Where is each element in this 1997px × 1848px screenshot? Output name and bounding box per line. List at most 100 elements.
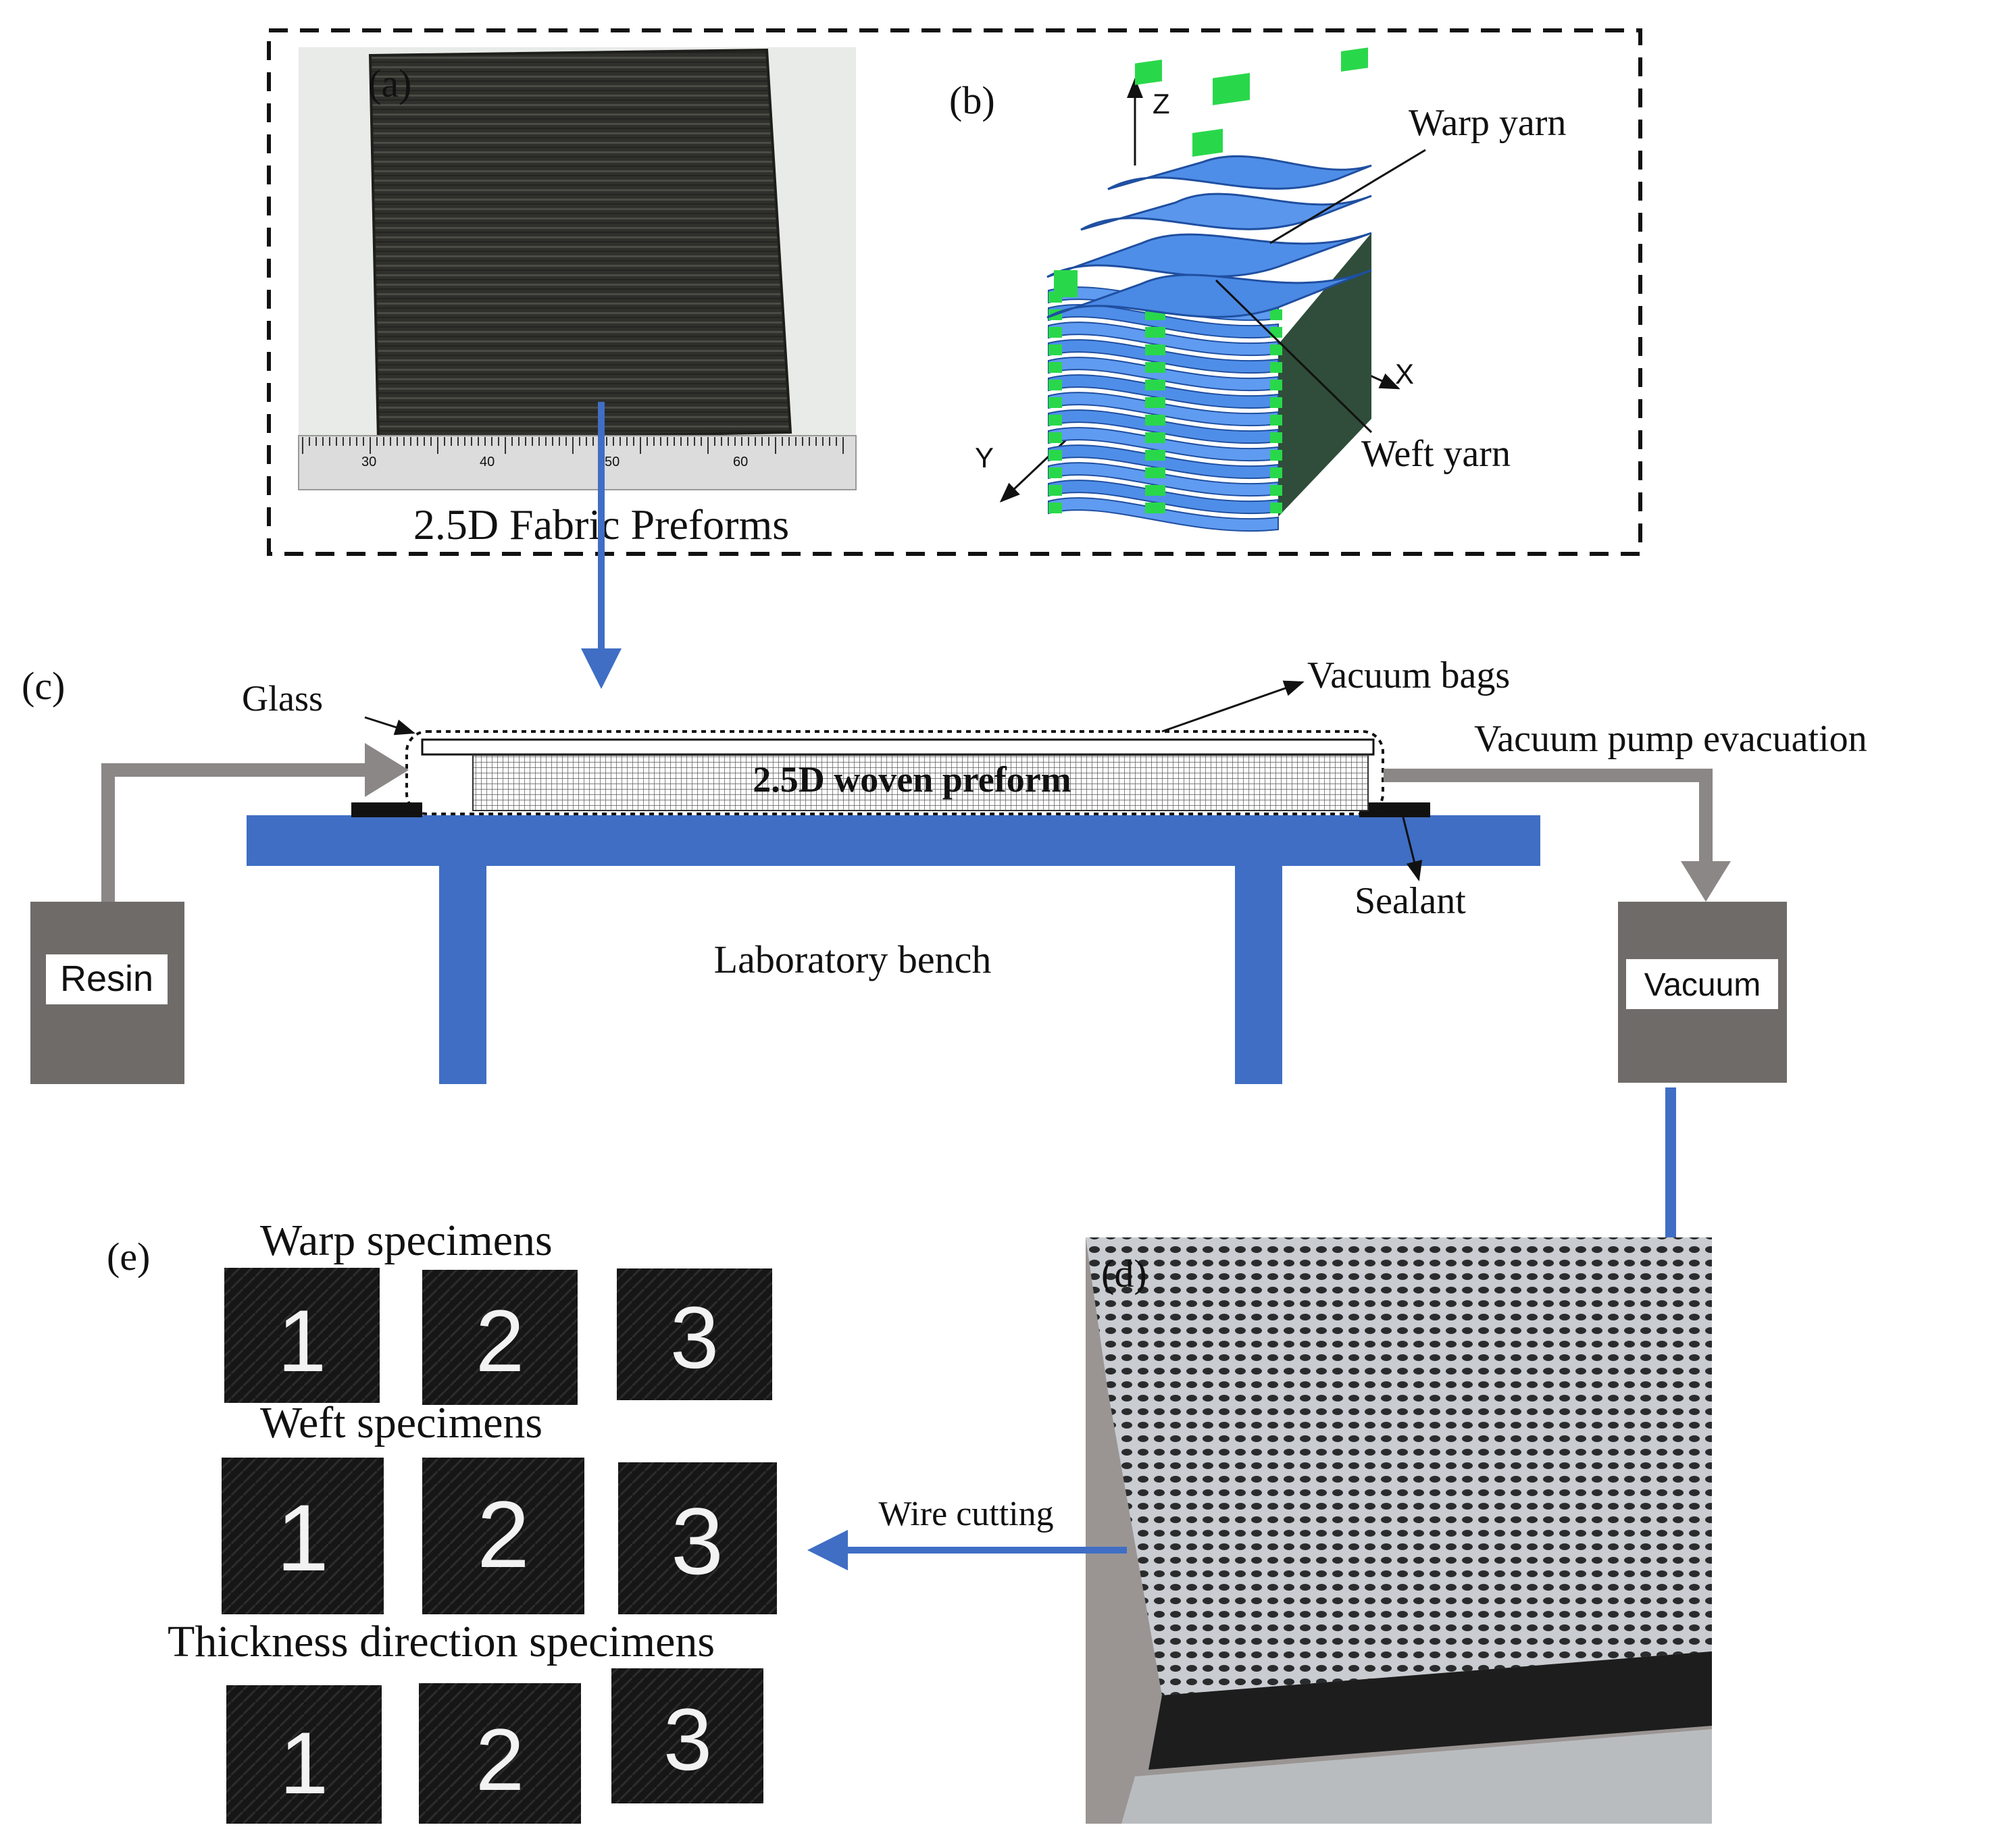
wire-cutting-label: Wire cutting <box>878 1495 1053 1533</box>
ruler-tick-30: 30 <box>361 455 376 469</box>
weft-specimen-1-number: 1 <box>276 1485 329 1591</box>
weft-yarn-section <box>1145 432 1165 443</box>
bench-top <box>247 815 1540 866</box>
warp-yarn-layer <box>1048 497 1279 532</box>
weft-crossing-4 <box>1135 59 1162 85</box>
warp-specimen-1 <box>224 1268 380 1403</box>
warp-specimen-1-number: 1 <box>278 1291 326 1390</box>
resin-pipe <box>101 763 368 902</box>
weft-crossing-5 <box>1341 47 1368 72</box>
weft-yarn-section <box>1048 344 1062 355</box>
thickness-specimens-title: Thickness direction specimens <box>168 1617 715 1666</box>
weft-yarn-section <box>1270 397 1282 408</box>
weft-yarn-section <box>1145 362 1165 373</box>
weft-yarn-section <box>1270 309 1282 320</box>
warp-yarn-top-4 <box>1046 269 1372 319</box>
sealant-left <box>351 802 422 817</box>
weft-yarn-label: Weft yarn <box>1361 433 1511 475</box>
bench-label: Laboratory bench <box>714 938 992 981</box>
weft-yarn-leader <box>1215 279 1373 434</box>
yarn-block-front <box>1048 286 1282 532</box>
thickness-specimen-3-number: 3 <box>663 1690 712 1789</box>
pump-label: Vacuum pump evacuation <box>1474 718 1867 760</box>
panel-d-label: (d) <box>1101 1252 1147 1295</box>
z-axis-label: Z <box>1153 88 1170 120</box>
yarn-block-side <box>1278 233 1371 517</box>
vacuum-bags-label: Vacuum bags <box>1307 654 1510 696</box>
ruler-tick-40: 40 <box>480 455 495 469</box>
thickness-specimen-1 <box>226 1685 382 1824</box>
warp-yarn-label: Warp yarn <box>1409 102 1566 144</box>
weft-yarn-section <box>1270 485 1282 496</box>
panel-a-label: (a) <box>368 61 411 105</box>
panel-e: (e) Warp specimens Weft specimens Thickn… <box>107 1216 777 1824</box>
vacuum-bag <box>405 730 1384 815</box>
weft-specimen-2-number: 2 <box>477 1481 530 1587</box>
panel-a: 30 40 50 60 (a) 2.5D Fabric Preforms <box>298 47 857 548</box>
panel-b: (b) Z X Y Warp yarn Weft yarn <box>949 47 1566 532</box>
weft-yarn-section <box>1048 397 1062 408</box>
bench-leg-left <box>439 865 486 1084</box>
vacuum-pipe <box>1384 769 1713 868</box>
thickness-specimen-3 <box>611 1668 763 1803</box>
vacuum-pipe-arrowhead <box>1681 861 1731 902</box>
weft-yarn-section <box>1145 467 1165 478</box>
weft-yarn-section <box>1270 344 1282 355</box>
measuring-ruler <box>298 435 857 490</box>
warp-yarn-top-3 <box>1107 155 1372 190</box>
panel-d: (d) <box>1086 1237 1712 1824</box>
woven-preform <box>472 754 1369 811</box>
weft-specimen-3-number: 3 <box>671 1488 724 1594</box>
weft-yarn-section <box>1145 397 1165 408</box>
ruler-tick-50: 50 <box>605 455 620 469</box>
yarn-block-top <box>1046 47 1372 319</box>
vacuum-bags-leader <box>1161 680 1305 733</box>
resin-pipe-arrowhead <box>365 743 409 797</box>
x-axis-label: X <box>1395 358 1414 390</box>
vacuum-tag <box>1626 959 1778 1009</box>
weft-yarn-section <box>1048 415 1062 426</box>
weft-crossing-2 <box>1213 72 1250 105</box>
vacuum-label: Vacuum <box>1644 967 1761 1003</box>
resin-label: Resin <box>60 958 153 999</box>
weft-yarn-section <box>1145 415 1165 426</box>
panel-c-label: (c) <box>22 664 65 708</box>
glass-plate <box>421 738 1375 756</box>
panel-e-label: (e) <box>107 1235 150 1279</box>
preform-frame <box>267 28 1642 556</box>
cured-laminate <box>1086 1237 1712 1695</box>
weft-yarn-section <box>1048 485 1062 496</box>
fabric-preform-photo <box>368 48 792 442</box>
warp-yarn-top-1 <box>1046 232 1372 278</box>
glass-label: Glass <box>242 678 323 719</box>
weft-specimen-3 <box>618 1462 777 1614</box>
weft-yarn-section <box>1048 503 1062 513</box>
ruler-tick-60: 60 <box>733 455 748 469</box>
weft-yarn-section <box>1270 380 1282 390</box>
weft-yarn-section <box>1145 380 1165 390</box>
preform-label: 2.5D woven preform <box>753 759 1071 800</box>
weft-yarn-section <box>1270 467 1282 478</box>
thickness-specimen-2 <box>419 1683 581 1824</box>
sealant-label: Sealant <box>1355 880 1466 922</box>
weft-yarn-section <box>1048 362 1062 373</box>
sealant-leader <box>1400 811 1423 881</box>
weft-specimens-title: Weft specimens <box>260 1398 542 1447</box>
weft-yarn-section <box>1270 362 1282 373</box>
thickness-specimen-2-number: 2 <box>476 1710 524 1809</box>
weft-yarn-section <box>1270 432 1282 443</box>
weft-crossing-3 <box>1192 128 1223 157</box>
weft-yarn-section <box>1270 503 1282 513</box>
panel-c: (c) Laboratory bench 2.5D woven preform … <box>22 654 1867 1084</box>
weft-yarn-section <box>1145 450 1165 461</box>
y-axis <box>999 431 1076 503</box>
warp-yarn-top-2 <box>1080 192 1372 231</box>
warp-specimen-3-number: 3 <box>670 1288 719 1387</box>
warp-specimen-2 <box>422 1270 578 1405</box>
weft-specimen-1 <box>222 1458 384 1614</box>
thickness-specimen-1-number: 1 <box>280 1714 328 1812</box>
glass-mold-edge <box>1121 1729 1712 1824</box>
laminate-edge <box>1148 1651 1712 1770</box>
weft-yarn-section <box>1270 415 1282 426</box>
resin-tag <box>46 954 168 1004</box>
